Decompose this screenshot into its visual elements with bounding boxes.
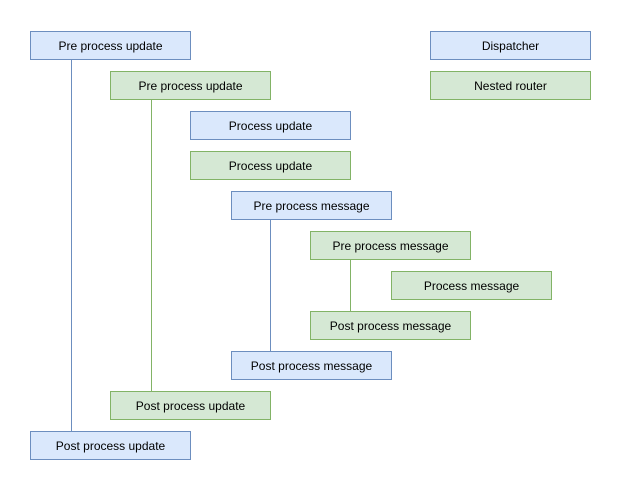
diagram-node-post-process-message-inner[interactable]: Post process message bbox=[310, 311, 471, 340]
connector-update-outer-lifeline bbox=[71, 60, 72, 431]
diagram-node-process-message[interactable]: Process message bbox=[391, 271, 552, 300]
diagram-node-pre-process-message-outer[interactable]: Pre process message bbox=[231, 191, 392, 220]
connector-message-inner-lifeline bbox=[350, 260, 351, 311]
diagram-node-nested-router[interactable]: Nested router bbox=[430, 71, 591, 100]
diagram-node-pre-process-message-inner[interactable]: Pre process message bbox=[310, 231, 471, 260]
diagram-node-pre-process-update-inner[interactable]: Pre process update bbox=[110, 71, 271, 100]
diagram-node-process-update-inner[interactable]: Process update bbox=[190, 151, 351, 180]
connector-update-inner-lifeline bbox=[151, 100, 152, 391]
diagram-node-post-process-update-outer[interactable]: Post process update bbox=[30, 431, 191, 460]
diagram-node-process-update-outer[interactable]: Process update bbox=[190, 111, 351, 140]
connector-message-outer-lifeline bbox=[270, 220, 271, 351]
diagram-node-pre-process-update-outer[interactable]: Pre process update bbox=[30, 31, 191, 60]
diagram-node-post-process-message-outer[interactable]: Post process message bbox=[231, 351, 392, 380]
diagram-node-post-process-update-inner[interactable]: Post process update bbox=[110, 391, 271, 420]
diagram-node-dispatcher[interactable]: Dispatcher bbox=[430, 31, 591, 60]
